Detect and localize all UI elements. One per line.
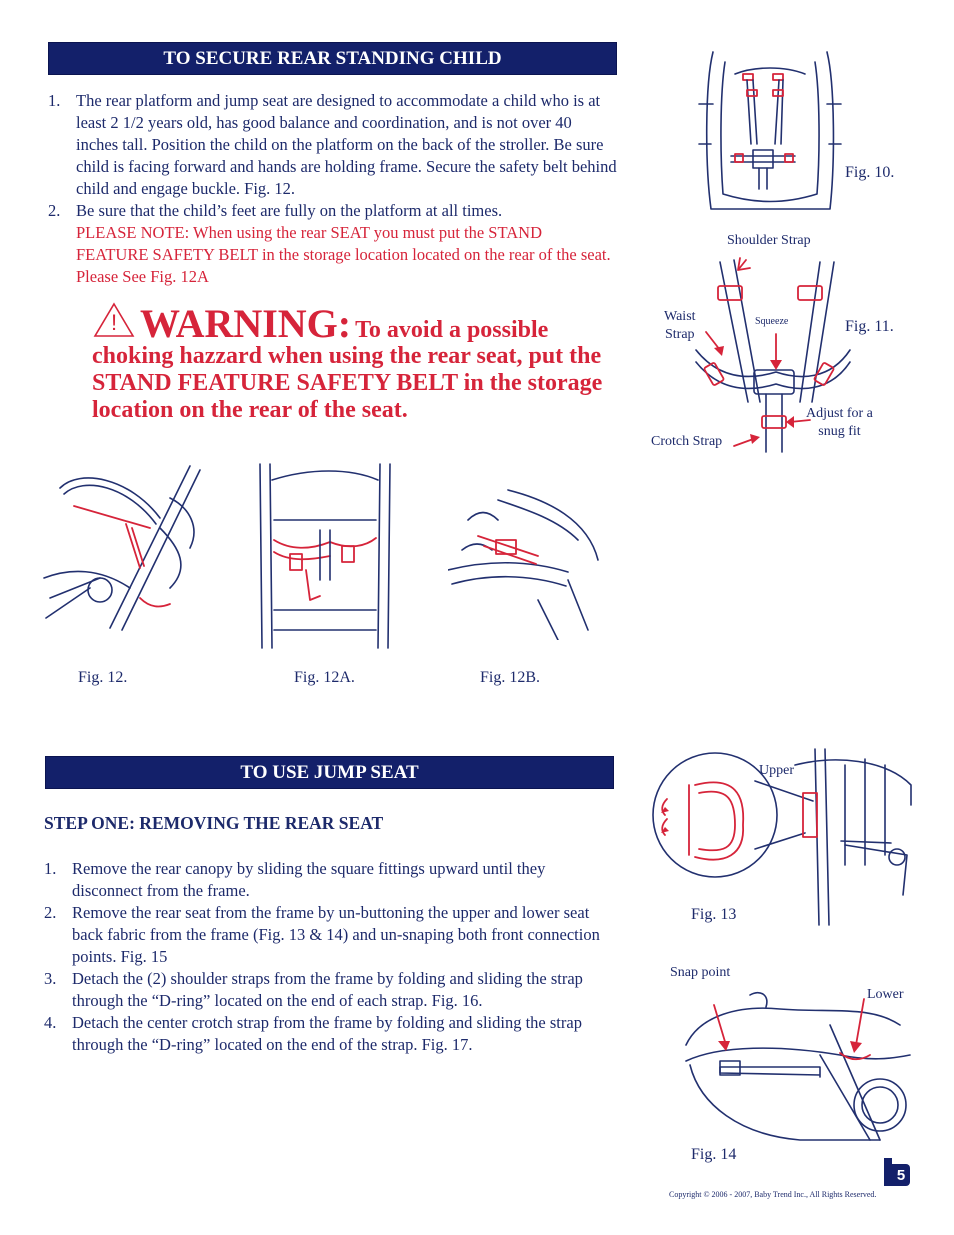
list-text: Remove the rear canopy by sliding the sq… <box>72 859 546 900</box>
snap-point-label: Snap point <box>670 965 731 980</box>
list-number: 1. <box>48 91 61 110</box>
warning-text: choking hazzard when using the rear seat… <box>92 343 603 423</box>
fig10-label: Fig. 10. <box>845 164 895 181</box>
please-note-text: PLEASE NOTE: When using the rear SEAT yo… <box>76 223 611 286</box>
list-item: 4. Detach the center crotch strap from t… <box>40 1012 618 1056</box>
fig10-harness-illustration <box>698 51 842 210</box>
page-number: 5 <box>896 1166 906 1184</box>
warning-symbol: ! <box>110 310 118 335</box>
fig13-label: Fig. 13 <box>691 906 737 923</box>
warning-title: WARNING: <box>140 301 352 346</box>
lower-label: Lower <box>867 987 904 1002</box>
waist-strap-label: Waist Strap <box>664 309 696 342</box>
list-item: 2. Be sure that the child’s feet are ful… <box>44 200 618 288</box>
list-item: 1. The rear platform and jump seat are d… <box>44 90 618 200</box>
warning-triangle-icon: ! <box>92 301 136 337</box>
list-text: Detach the center crotch strap from the … <box>72 1013 582 1054</box>
list-item: 3. Detach the (2) shoulder straps from t… <box>40 968 618 1012</box>
fig12-illustration <box>43 465 201 631</box>
shoulder-strap-label: Shoulder Strap <box>727 233 811 248</box>
page-number-badge: 5 <box>884 1158 910 1186</box>
fig12b-illustration <box>448 489 599 640</box>
step-one-title: STEP ONE: REMOVING THE REAR SEAT <box>44 813 384 833</box>
warning-lead: To avoid a possible <box>355 317 549 343</box>
fig11-harness-diagram <box>695 257 851 453</box>
list-number: 4. <box>44 1013 57 1032</box>
fig12b-label: Fig. 12B. <box>480 669 541 686</box>
list-item: 1. Remove the rear canopy by sliding the… <box>40 858 618 902</box>
list-text: Detach the (2) shoulder straps from the … <box>72 969 583 1010</box>
list-item: 2. Remove the rear seat from the frame b… <box>40 902 618 968</box>
list-text: Remove the rear seat from the frame by u… <box>72 903 600 966</box>
page-number-box: 5 <box>892 1164 910 1186</box>
fig12a-illustration <box>259 463 391 649</box>
fig13-illustration <box>652 748 912 926</box>
list-number: 2. <box>44 903 57 922</box>
copyright-text: Copyright © 2006 - 2007, Baby Trend Inc.… <box>669 1190 877 1199</box>
squeeze-label: Squeeze <box>755 316 789 327</box>
banner-title: TO SECURE REAR STANDING CHILD <box>163 47 502 69</box>
adjust-snug-fit-label: Adjust for a snug fit <box>806 406 873 439</box>
fig12a-label: Fig. 12A. <box>294 669 355 686</box>
list-text: The rear platform and jump seat are desi… <box>76 91 617 198</box>
section-banner-jump-seat: TO USE JUMP SEAT <box>45 756 614 789</box>
fig14-illustration <box>685 991 911 1141</box>
page-number-tab <box>884 1158 892 1186</box>
warning-block: ! WARNING: To avoid a possible choking h… <box>92 300 622 424</box>
upper-label: Upper <box>759 763 794 778</box>
secure-rear-child-steps: 1. The rear platform and jump seat are d… <box>44 90 618 288</box>
crotch-strap-label: Crotch Strap <box>651 434 723 449</box>
fig11-label: Fig. 11. <box>845 318 894 335</box>
fig12-label: Fig. 12. <box>78 669 128 686</box>
section-banner-secure-rear-child: TO SECURE REAR STANDING CHILD <box>48 42 617 75</box>
list-number: 2. <box>48 201 61 220</box>
list-number: 1. <box>44 859 57 878</box>
list-number: 3. <box>44 969 57 988</box>
jump-seat-steps: 1. Remove the rear canopy by sliding the… <box>40 858 618 1056</box>
banner-title: TO USE JUMP SEAT <box>240 761 419 783</box>
list-text: Be sure that the child’s feet are fully … <box>76 201 503 220</box>
fig14-label: Fig. 14 <box>691 1146 737 1163</box>
